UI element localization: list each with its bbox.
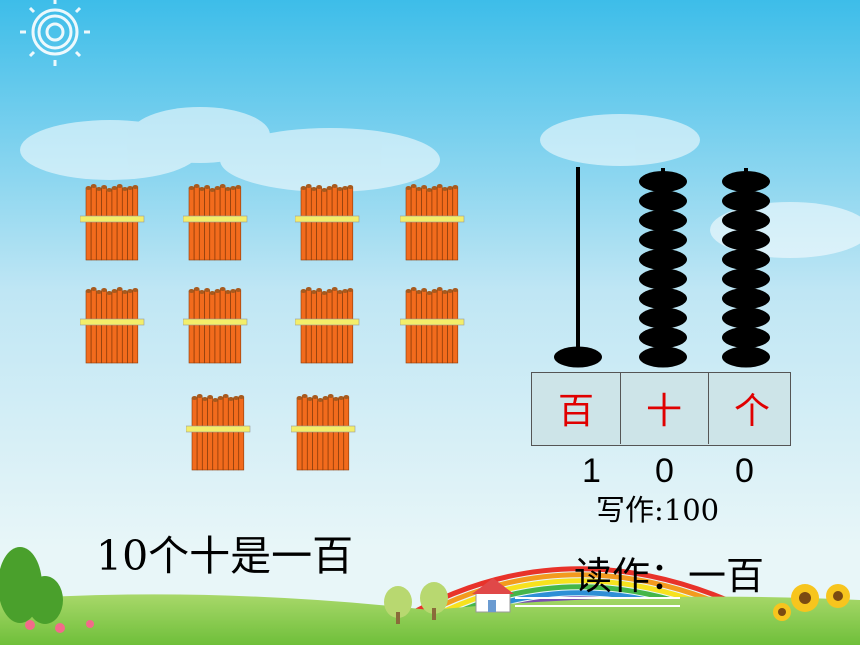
write-as-text: 写作:100 <box>596 493 720 527</box>
abacus-bead <box>639 229 687 251</box>
read-as-text: 读作：一百 <box>574 554 765 598</box>
statement-text: 10个十是一百 <box>96 532 354 580</box>
tens-label: 十 <box>620 372 709 444</box>
abacus-bead <box>722 210 770 231</box>
tree-icon <box>384 582 448 624</box>
abacus-bead <box>639 210 687 231</box>
place-value-box <box>531 372 791 446</box>
ones-label: 个 <box>733 391 770 432</box>
abacus-bead <box>722 229 770 251</box>
abacus-bead <box>554 346 602 368</box>
stick-bundle <box>291 394 356 471</box>
ones-digit: 0 <box>735 452 754 490</box>
stick-bundle <box>183 184 248 261</box>
abacus-bead <box>722 288 770 309</box>
stick-bundle <box>183 287 248 364</box>
abacus-bead <box>639 190 687 212</box>
stick-bundle <box>400 287 465 364</box>
hundreds-digit: 1 <box>582 452 601 490</box>
abacus-bead <box>722 307 770 329</box>
abacus-bead <box>722 268 770 290</box>
abacus-bead <box>722 327 770 348</box>
stick-bundle <box>400 184 465 261</box>
abacus-bead <box>639 171 687 192</box>
abacus-bead <box>639 346 687 368</box>
abacus-bead <box>639 288 687 309</box>
abacus-bead <box>722 346 770 368</box>
stick-bundle <box>80 184 145 261</box>
tree-icon <box>0 547 63 624</box>
abacus-bead <box>639 268 687 290</box>
stick-bundle <box>295 287 360 364</box>
abacus-bead <box>639 307 687 329</box>
sunflower-icon <box>773 584 850 621</box>
abacus-bead <box>722 249 770 270</box>
house-icon <box>472 578 514 613</box>
stick-bundle <box>186 394 251 471</box>
abacus-bead <box>639 327 687 348</box>
abacus-bead <box>722 190 770 212</box>
abacus-bead <box>722 171 770 192</box>
stick-bundle <box>295 184 360 261</box>
hundreds-label: 百 <box>532 372 621 444</box>
abacus-bead <box>639 249 687 270</box>
tens-digit: 0 <box>655 452 674 490</box>
sun-icon <box>20 0 90 66</box>
stick-bundle <box>80 287 145 364</box>
